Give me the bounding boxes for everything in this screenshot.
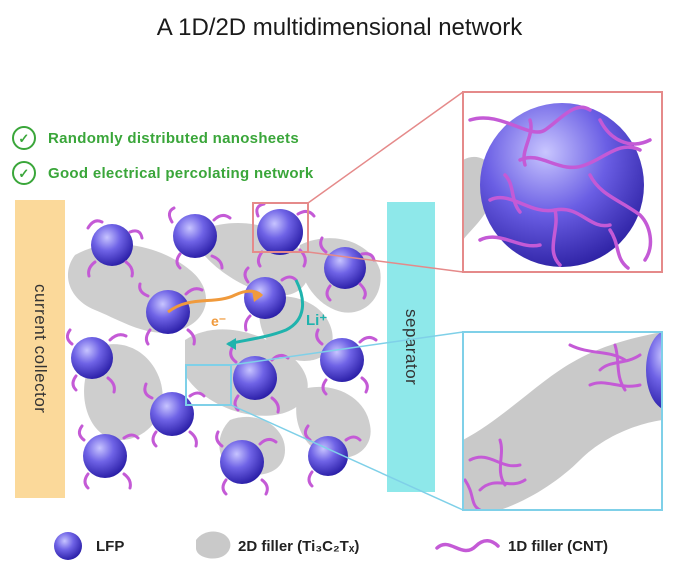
zoom-inset-bottom-border: [462, 331, 663, 511]
electron-path: [167, 289, 264, 314]
lithium-path: [226, 279, 305, 350]
legend-lfp-label: LFP: [96, 538, 125, 555]
zoom-inset-lfp: [463, 92, 662, 272]
feature-item-nanosheets: ✓ Randomly distributed nanosheets: [12, 126, 299, 150]
zoom-inset-filler: [463, 332, 662, 510]
electron-label: e⁻: [211, 313, 226, 329]
separator-label: separator: [402, 308, 421, 386]
check-circle-icon: ✓: [12, 126, 36, 150]
zoom-inset-top-border: [462, 91, 663, 273]
current-collector-bar: current collector: [15, 200, 65, 498]
zoom-selection-bottom: [185, 364, 232, 406]
check-circle-icon: ✓: [12, 161, 36, 185]
connector-lines-bottom: [230, 331, 464, 511]
legend-1d-filler-icon: [435, 539, 500, 553]
feature-text: Good electrical percolating network: [48, 164, 314, 182]
cnt-fillers: [65, 202, 378, 496]
diagram-title: A 1D/2D multidimensional network: [156, 14, 523, 41]
legend-lfp-icon: [54, 532, 82, 560]
connector-lines-top: [307, 91, 464, 273]
feature-text: Randomly distributed nanosheets: [48, 129, 299, 147]
zoom-selection-top: [252, 202, 309, 253]
current-collector-label: current collector: [31, 284, 50, 414]
legend-1d-filler-label: 1D filler (CNT): [508, 538, 609, 555]
legend-2d-filler-label: 2D filler (Ti₃C₂Tₓ): [238, 538, 360, 555]
feature-item-percolating: ✓ Good electrical percolating network: [12, 161, 314, 185]
separator-bar: separator: [387, 202, 435, 492]
lithium-label: Li⁺: [306, 312, 327, 329]
legend-2d-filler-icon: [196, 531, 231, 559]
